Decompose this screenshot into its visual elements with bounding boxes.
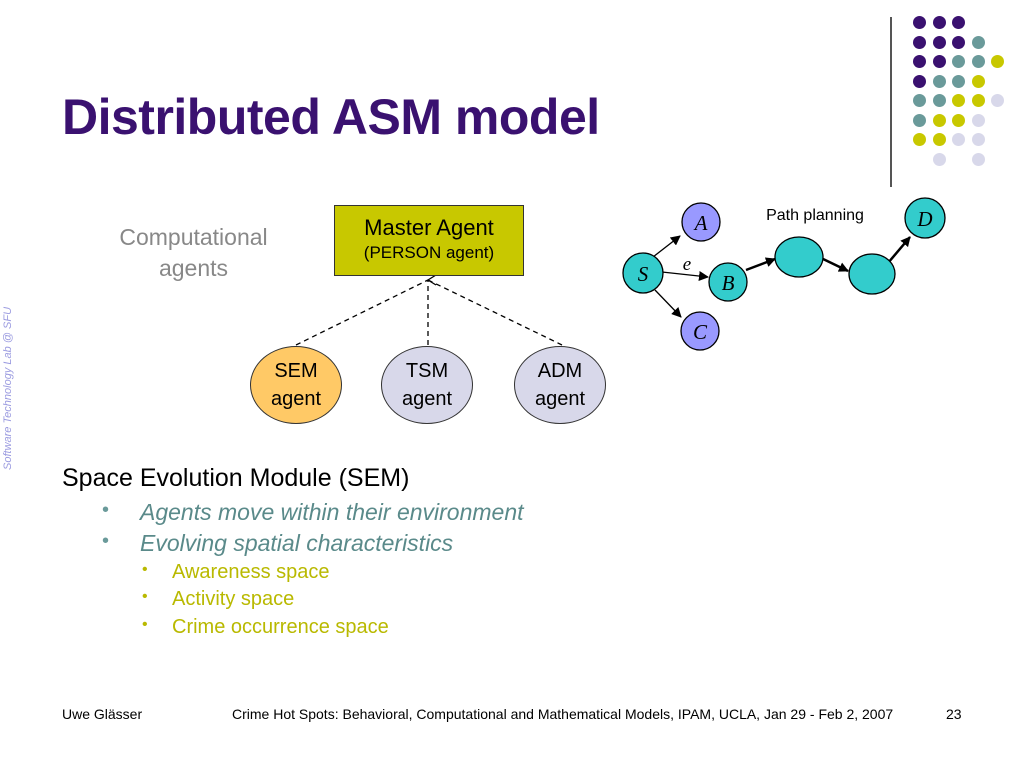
computational-agents-label: Computational agents [96,222,291,284]
node-s-label: S [638,262,649,286]
node-mid-2 [848,253,896,295]
decorative-dot [913,133,926,146]
decorative-dot [971,152,985,166]
decorative-dot [952,74,965,88]
bullet-level2-2: Activity space [142,588,294,611]
master-agent-title: Master Agent [364,215,494,240]
decorative-dot [952,113,965,127]
edge-e-label: e [683,254,691,275]
header-divider [890,17,892,187]
computational-agents-line2: agents [158,255,229,281]
bullet-level1-1: Agents move within their environment [102,499,523,526]
decorative-dot [952,55,965,68]
sem-agent-line1: SEM [274,360,318,382]
decorative-dot [971,113,985,127]
decorative-dot [913,113,926,127]
node-mid-1 [774,236,824,278]
decorative-dot [952,133,965,146]
node-c-label: C [693,320,708,344]
decorative-dot [952,35,965,49]
edge-s-a [652,235,681,258]
decorative-dot [971,94,985,107]
tsm-agent-line2: agent [401,388,453,410]
decorative-dot [913,55,926,68]
decorative-dot-grid [0,0,1024,200]
decorative-dot [991,55,1004,68]
sem-agent-line2: agent [270,388,322,410]
decorative-dot [971,55,985,68]
computational-agents-line1: Computational [119,224,268,250]
decorative-dot [932,152,946,166]
decorative-dot [932,133,946,146]
node-b [708,262,748,302]
decorative-dot [913,35,926,49]
decorative-dot [932,94,946,107]
adm-agent-line1: ADM [537,360,583,382]
node-b-label: B [722,271,735,295]
edge-s-c [654,289,682,318]
edge-s-b [661,271,709,281]
footer-author: Uwe Glässer [62,706,143,722]
decorative-dot [971,35,985,49]
decorative-dot [913,94,926,107]
edge-n1-n2 [820,256,849,273]
node-d [904,197,946,239]
adm-agent: ADM agent [514,346,606,424]
decorative-dot [971,133,985,146]
adm-agent-line2: agent [534,388,586,410]
path-planning-label: Path planning [766,207,864,224]
decorative-dot [971,74,985,88]
master-agent-subtitle: (PERSON agent) [363,243,495,262]
decorative-dot [932,35,946,49]
master-agent-box: Master Agent (PERSON agent) [334,205,524,276]
bullet-level2-1: Awareness space [142,561,329,584]
footer-page-number: 23 [946,706,962,722]
footer-event: Crime Hot Spots: Behavioral, Computation… [232,706,894,722]
decorative-dot [952,16,965,29]
node-s [622,252,664,294]
decorative-dot [913,74,926,88]
bullet-level2-3: Crime occurrence space [142,616,389,639]
node-c [680,311,720,351]
node-a-label: A [693,211,708,235]
bullet-level1-2: Evolving spatial characteristics [102,530,453,557]
node-a [681,202,721,242]
decorative-dot [932,113,946,127]
decorative-dot [952,94,965,107]
tsm-agent-line1: TSM [405,360,449,382]
decorative-dot [932,74,946,88]
sem-agent: SEM agent [250,346,342,424]
section-heading: Space Evolution Module (SEM) [62,464,410,492]
decorative-dot [932,16,946,29]
connector-sem [295,279,429,346]
edge-b-n1 [745,257,776,272]
edge-n2-d [887,236,911,264]
decorative-dot [932,55,946,68]
node-d-label: D [916,207,932,231]
slide-title: Distributed ASM model [62,89,600,145]
connector-adm [427,279,563,346]
decorative-dot [991,94,1004,107]
decorative-dot [913,16,926,29]
tsm-agent: TSM agent [381,346,473,424]
